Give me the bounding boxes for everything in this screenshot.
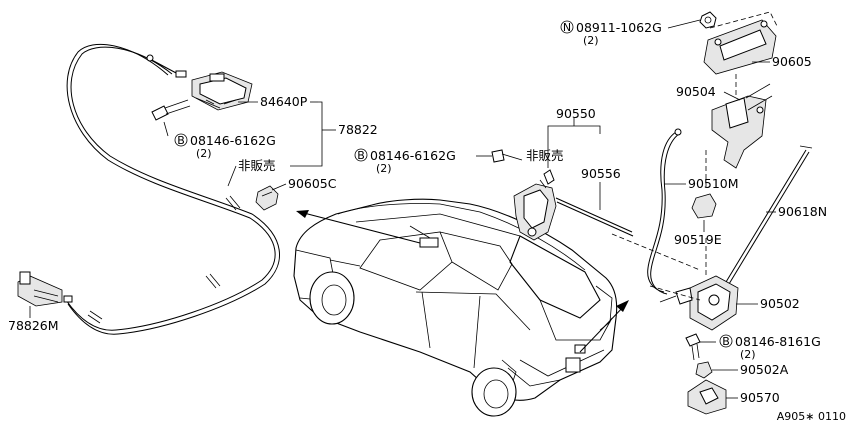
label-90502: 90502: [760, 296, 800, 311]
label-bolt3-qty: (2): [740, 348, 756, 361]
label-bolt1-part: 08146-6162G: [190, 133, 276, 148]
label-not-sold-right: 非販売: [526, 148, 564, 163]
bolt2-symbol: B: [357, 149, 365, 162]
label-90504: 90504: [676, 84, 716, 99]
label-90605: 90605: [772, 54, 812, 69]
label-90570: 90570: [740, 390, 780, 405]
bolt-icon: [151, 99, 191, 121]
striker-90570: [687, 379, 727, 415]
label-90519e: 90519E: [674, 232, 722, 247]
label-not-sold-left: 非販売: [238, 158, 276, 173]
label-84640p: 84640P: [260, 94, 308, 109]
label-bolt1-qty: (2): [196, 147, 212, 160]
grommet-90519e: [691, 193, 717, 219]
clip-90502a: [695, 361, 713, 379]
label-90618n: 90618N: [778, 204, 827, 219]
bolt3-symbol-circle: [719, 334, 733, 348]
label-90556: 90556: [581, 166, 621, 181]
bolt-icon: [685, 333, 701, 361]
nut-symbol-circle: [560, 20, 574, 34]
label-bolt2-qty: (2): [376, 162, 392, 175]
handle-90605: [703, 11, 779, 75]
bracket-90504: [711, 83, 773, 169]
cable-clip-90605c: [255, 185, 279, 211]
diagram-code: A905∗ 0110: [777, 410, 846, 423]
fuel-lid-opener-cable: [65, 43, 280, 335]
label-bolt3-part: 08146-8161G: [735, 334, 821, 349]
bolt2-symbol-circle: [354, 148, 368, 162]
bolt3-symbol: B: [722, 335, 730, 348]
nut-symbol: N: [563, 21, 571, 34]
pointer-arrows: [296, 210, 629, 353]
label-90502a: 90502A: [740, 362, 789, 377]
label-78822: 78822: [338, 122, 378, 137]
opener-lever-78826m: [17, 271, 73, 307]
opener-handle-84640p: [191, 71, 253, 111]
label-bolt2-part: 08146-6162G: [370, 148, 456, 163]
vehicle-illustration: [293, 198, 618, 417]
rod-90618n: [725, 145, 813, 285]
cable-90510m: [647, 128, 682, 295]
label-nut-qty: (2): [583, 34, 599, 47]
label-78826m: 78826M: [8, 318, 59, 333]
bolt1-symbol: B: [177, 134, 185, 147]
part-labels: N 08911-1062G (2) 90605 90504 90510M 905…: [8, 20, 846, 423]
label-90510m: 90510M: [688, 176, 739, 191]
bolt1-symbol-circle: [174, 133, 188, 147]
label-90605c: 90605C: [288, 176, 337, 191]
tailgate-lock-90550: [513, 169, 634, 241]
nut-icon: [699, 11, 717, 29]
label-nut-part: 08911-1062G: [576, 20, 662, 35]
latch-90502: [659, 275, 739, 331]
leader-dashes: [611, 74, 737, 301]
bolt-icon: [491, 149, 523, 163]
label-90550: 90550: [556, 106, 596, 121]
leader-lines: [29, 19, 776, 399]
